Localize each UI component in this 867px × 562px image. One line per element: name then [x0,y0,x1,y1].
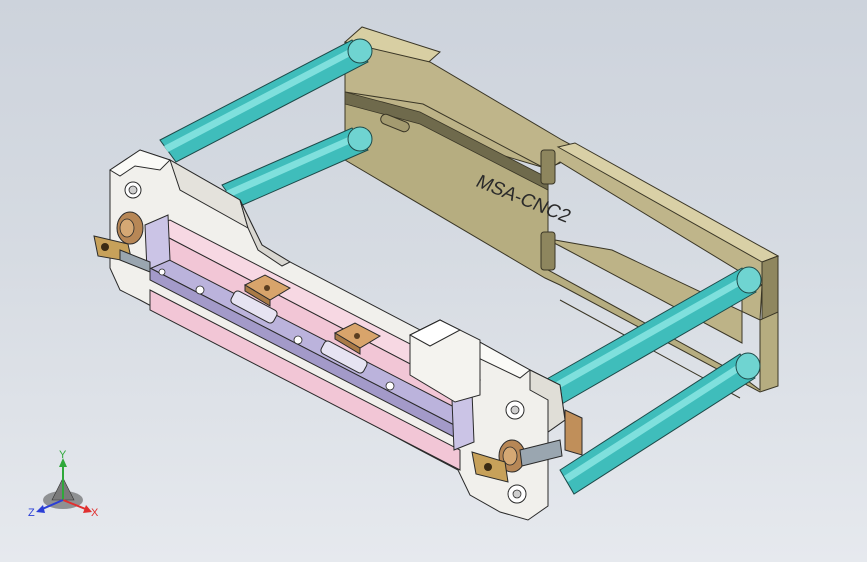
x-axis-arrow [62,499,89,511]
back-plate[interactable]: MSA-CNC2 [344,26,780,399]
plate-lower [344,99,779,393]
rod-upper-left[interactable] [159,38,373,163]
right-clamp[interactable] [471,409,583,483]
axis-triad[interactable]: Y X Z [28,449,99,519]
left-clamp[interactable] [93,211,151,273]
bronze-pad-2[interactable] [333,322,382,355]
y-axis-label: Y [59,449,67,461]
rod-upper-right[interactable] [544,266,762,406]
rod-lower-right[interactable] [559,352,761,495]
bronze-pad-1[interactable] [243,274,292,307]
rod-lower-left[interactable] [221,126,373,208]
front-fixture[interactable] [93,149,583,521]
z-axis-label: Z [28,507,35,519]
pink-rail-bottom [149,289,461,471]
x-axis-label: X [91,507,99,519]
